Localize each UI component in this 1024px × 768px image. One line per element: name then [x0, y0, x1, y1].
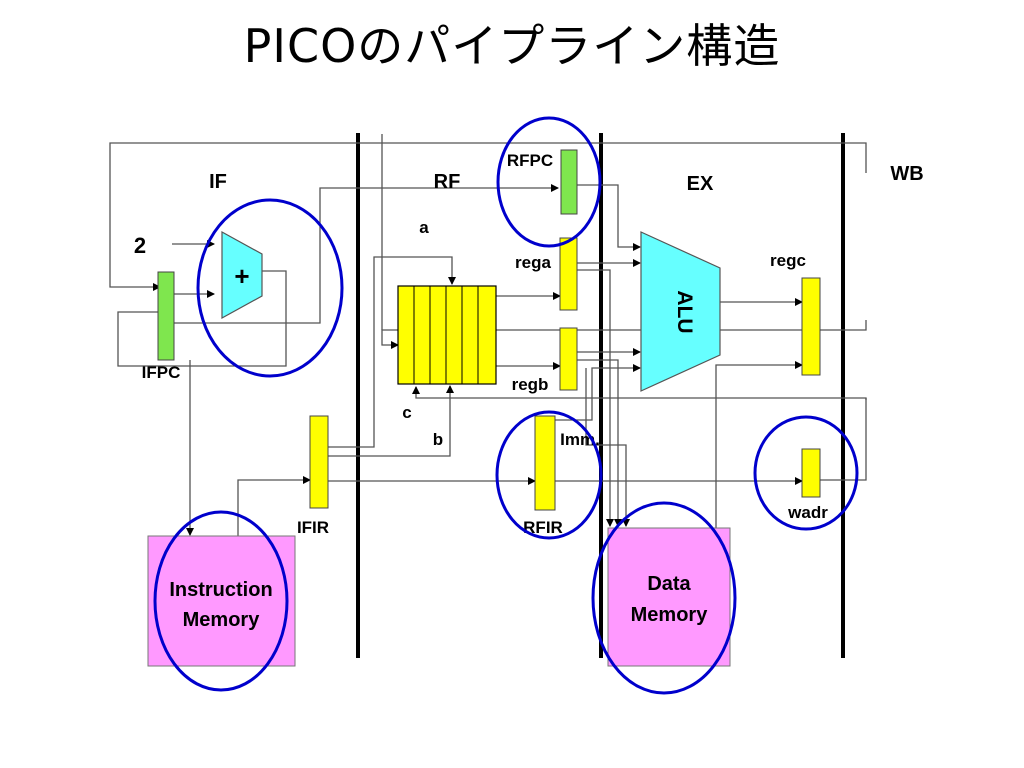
ifpc-register — [157, 271, 175, 361]
rfpc-register — [560, 149, 578, 215]
wadr-label: wadr — [787, 503, 828, 522]
stage-label-if: IF — [209, 171, 227, 193]
ifpc-label: IFPC — [142, 363, 181, 382]
instruction-memory — [147, 535, 296, 667]
page-title: PICOのパイプライン構造 — [243, 19, 781, 73]
data-memory-label-line1: Data — [647, 573, 691, 595]
alu-label: ALU — [673, 290, 696, 333]
register-file-port-c: c — [402, 403, 411, 422]
adder-symbol: + — [234, 261, 249, 291]
stage-label-wb: WB — [890, 163, 923, 185]
ifir-label: IFIR — [297, 518, 329, 537]
data-memory — [607, 527, 731, 667]
highlight-circle-wadr — [753, 415, 859, 531]
highlight-circle-rfpc — [496, 116, 602, 248]
rfpc-label: RFPC — [507, 151, 553, 170]
highlight-circles — [153, 116, 859, 695]
regb-register — [559, 327, 578, 391]
rfir-register — [534, 415, 556, 511]
highlight-circle-rfir — [495, 410, 603, 540]
adder — [221, 230, 263, 320]
regc-label: regc — [770, 251, 806, 270]
rega-register — [559, 237, 578, 311]
instruction-memory-label-line1: Instruction — [169, 579, 272, 601]
adder-increment-label: 2 — [134, 233, 146, 258]
instruction-memory-label-line2: Memory — [183, 609, 261, 631]
highlight-circle-adder — [196, 198, 344, 378]
wires — [109, 134, 867, 536]
regb-label: regb — [512, 375, 549, 394]
rfir-label: RFIR — [523, 518, 563, 537]
highlight-circle-instruction-memory — [153, 510, 289, 692]
register-file-port-b: b — [433, 430, 443, 449]
wadr-register — [801, 448, 821, 498]
register-file — [397, 285, 497, 385]
rega-label: rega — [515, 253, 551, 272]
stage-label-ex: EX — [687, 173, 714, 195]
data-memory-label-line2: Memory — [631, 604, 709, 626]
alu — [640, 231, 721, 392]
highlight-circle-data-memory — [591, 501, 737, 695]
register-file-port-a: a — [419, 218, 429, 237]
regc-register — [801, 277, 821, 376]
stage-label-rf: RF — [434, 171, 461, 193]
ifir-register — [309, 415, 329, 509]
